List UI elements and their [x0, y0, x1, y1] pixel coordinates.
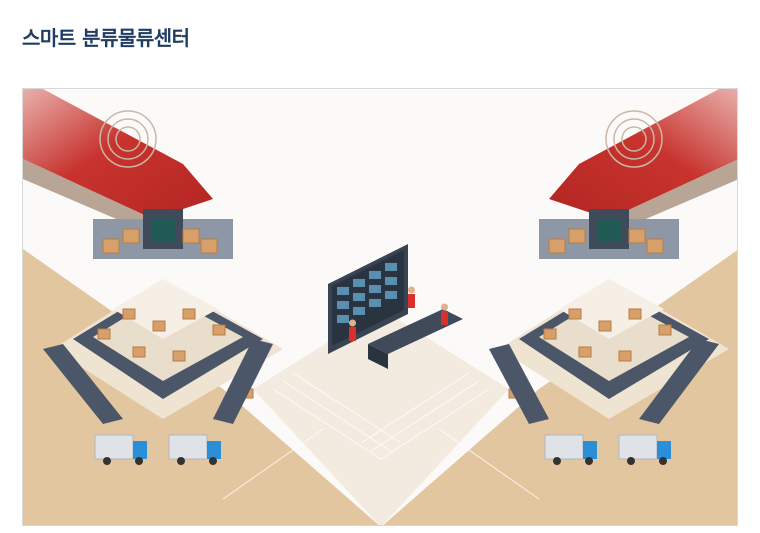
delivery-trucks: [94, 434, 671, 465]
sorting-station-left: [43, 209, 283, 424]
logistics-illustration: [22, 88, 738, 526]
control-center: [328, 244, 463, 369]
floor-stripes: [222, 372, 540, 500]
signal-waves-right: [605, 110, 663, 168]
red-conveyor-right: [549, 89, 737, 219]
floor-center: [253, 309, 509, 525]
workers: [349, 286, 448, 341]
sorting-station-right: [489, 209, 729, 424]
red-conveyor-left: [23, 89, 213, 219]
page-title: 스마트 분류물류센터: [22, 26, 190, 50]
parcel-boxes-left: [84, 228, 254, 399]
signal-waves-left: [99, 110, 157, 168]
illustration-canvas: [23, 89, 737, 525]
